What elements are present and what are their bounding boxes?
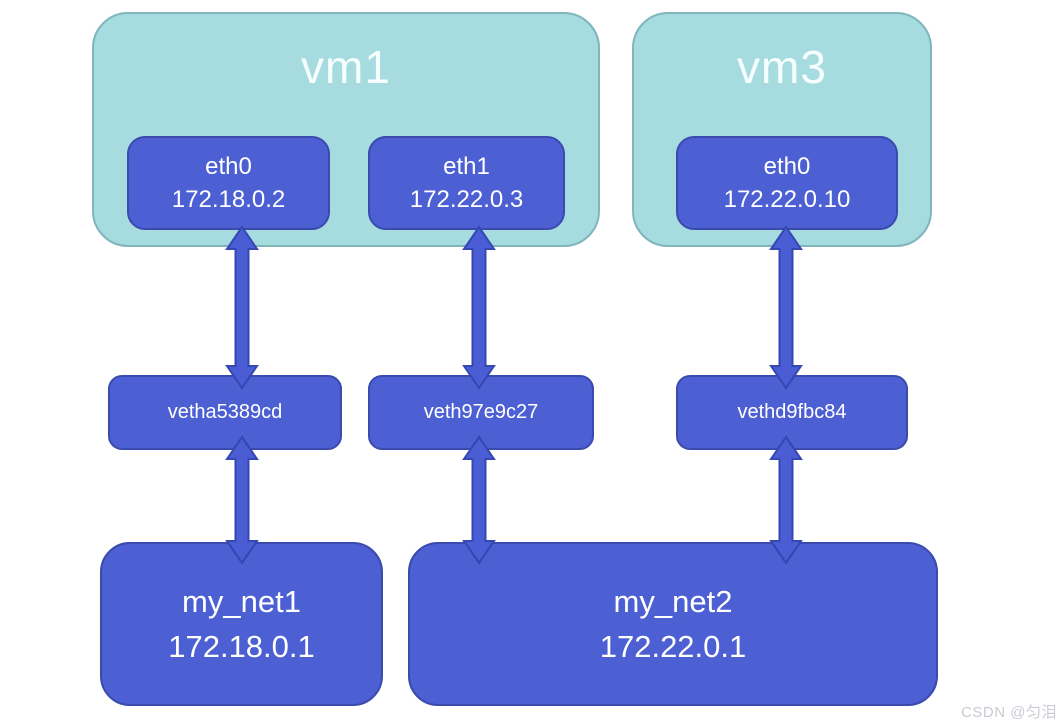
double-arrow-eth0vm3-veth3 [769,225,803,390]
csdn-watermark: CSDN @匀泪 [961,704,1057,721]
vm3-eth0-name: eth0 [763,153,811,180]
vm1-eth1-name: eth1 [443,153,490,180]
net1-name: my_net1 [182,584,301,619]
vm3-eth0-node: eth0 172.22.0.10 [676,136,898,230]
double-arrow-eth0-veth1 [225,225,259,390]
veth3-label: vethd9fbc84 [737,401,847,423]
net2-ip: 172.22.0.1 [599,629,747,664]
net1-ip: 172.18.0.1 [168,629,315,664]
network-node-my-net1: my_net1 172.18.0.1 [100,542,383,706]
vm1-eth1-ip: 172.22.0.3 [409,186,524,213]
veth2-label: veth97e9c27 [423,401,539,423]
veth-node-veth97e9c27: veth97e9c27 [368,375,594,450]
net2-name: my_net2 [613,584,733,619]
vm1-eth0-node: eth0 172.18.0.2 [127,136,330,230]
vm1-eth0-name: eth0 [205,153,252,180]
vm3-title: vm3 [737,41,827,93]
veth-node-vethd9fbc84: vethd9fbc84 [676,375,908,450]
vm1-title: vm1 [301,41,391,93]
veth1-label: vetha5389cd [167,401,283,423]
vm1-eth1-node: eth1 172.22.0.3 [368,136,565,230]
vm1-eth0-ip: 172.18.0.2 [171,186,286,213]
double-arrow-eth1-veth2 [462,225,496,390]
network-node-my-net2: my_net2 172.22.0.1 [408,542,938,706]
vm3-eth0-ip: 172.22.0.10 [723,186,851,213]
veth-node-vetha5389cd: vetha5389cd [108,375,342,450]
